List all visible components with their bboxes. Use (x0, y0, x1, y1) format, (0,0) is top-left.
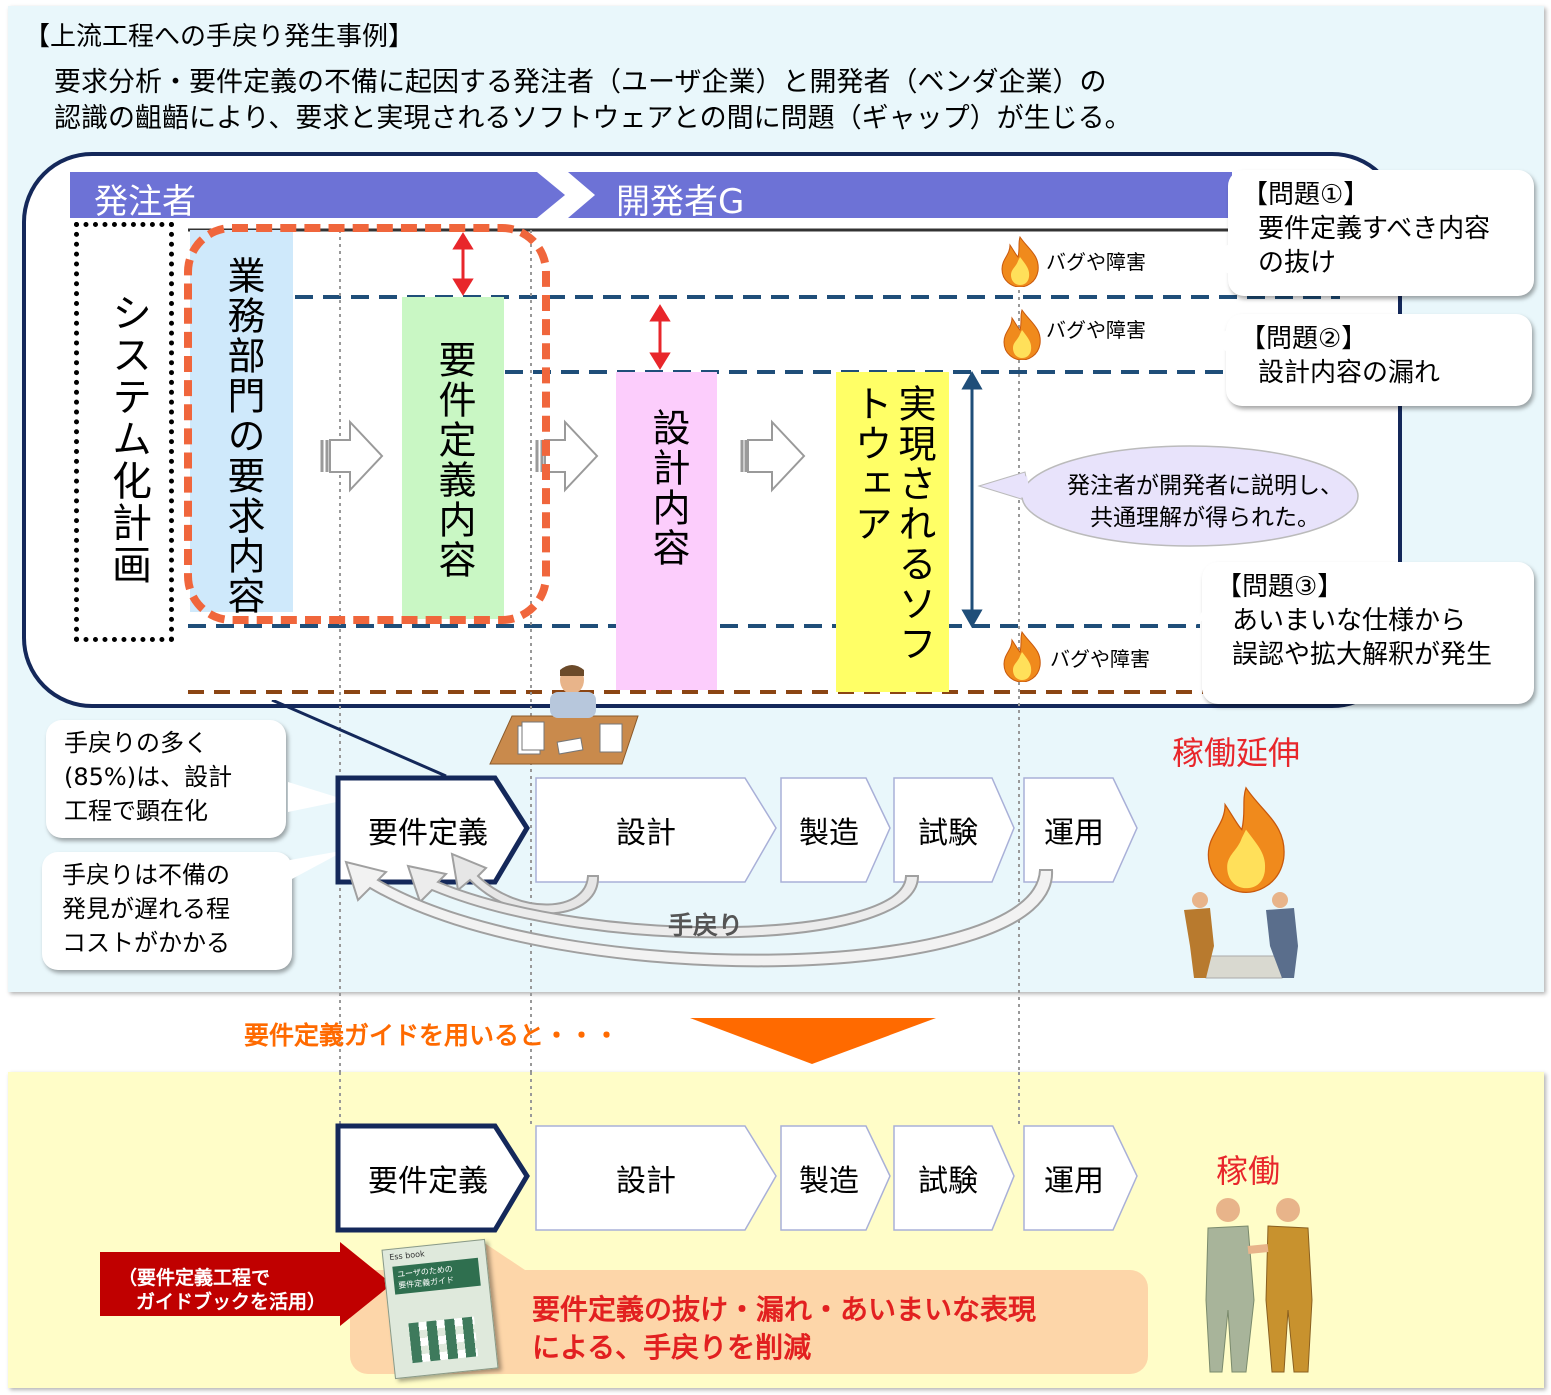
flame-icon-2 (1003, 308, 1041, 360)
header-desc-line2: 認識の齟齬により、要求と実現されるソフトウェアとの間に問題（ギャップ）が生じる。 (54, 103, 1132, 134)
flame-icon-1 (1001, 235, 1039, 287)
note-85-percent: 手戻りの多く (85%)は、設計 工程で顕在化 (46, 720, 286, 838)
role-bars (70, 172, 1232, 218)
guidebook-pattern (408, 1316, 479, 1364)
note-85-line3: 工程で顕在化 (64, 797, 208, 825)
proc-bottom-operation: 運用 (1044, 1164, 1104, 1199)
result-line1: 要件定義の抜け・漏れ・あいまいな表現 (532, 1293, 1037, 1326)
proc-bottom-manufacture: 製造 (799, 1164, 859, 1199)
note-cost-line3: コストがかかる (62, 929, 230, 957)
note-cost: 手戻りは不備の 発見が遅れる程 コストがかかる (42, 852, 292, 970)
proc-top-design: 設計 (616, 816, 676, 851)
role-developer: 開発者G (616, 182, 745, 222)
note-85-line1: 手戻りの多く (64, 729, 208, 757)
problem-1-callout: 【問題①】 要件定義すべき内容 の抜け (1228, 170, 1534, 296)
system-plan-box (74, 222, 174, 642)
speech-bubble (977, 445, 1359, 547)
proc-bottom-design: 設計 (616, 1164, 676, 1199)
req-focus-dashed-border (184, 224, 550, 624)
role-orderer: 発注者 (94, 182, 196, 222)
problem-1-line2: の抜け (1258, 248, 1337, 278)
note-cost-line1: 手戻りは不備の (62, 861, 230, 889)
header-title: 【上流工程への手戻り発生事例】 (24, 22, 415, 52)
running-label: 稼働 (1216, 1152, 1281, 1190)
proc-top-operation: 運用 (1044, 816, 1104, 851)
speech-line2: 共通理解が得られた。 (1090, 505, 1320, 531)
bug-label-3: バグや障害 (1050, 647, 1150, 671)
rework-label: 手戻り (668, 911, 744, 940)
system-plan-label: システム化計画 (105, 292, 151, 586)
problem-2-line1: 設計内容の漏れ (1258, 358, 1441, 388)
speech-line1: 発注者が開発者に説明し、 (1067, 473, 1343, 499)
bug-label-2: バグや障害 (1046, 318, 1146, 342)
design-content-box (616, 372, 717, 690)
handshake-illustration (1205, 1198, 1313, 1373)
proc-top-req: 要件定義 (368, 816, 488, 851)
proc-top-manufacture: 製造 (799, 816, 859, 851)
problem-3-callout: 【問題③】 あいまいな仕様から 誤認や拡大解釈が発生 (1202, 562, 1534, 704)
proc-top-test: 試験 (918, 816, 978, 851)
note-cost-line2: 発見が遅れる程 (62, 895, 230, 923)
note-85-line2: (85%)は、設計 (64, 763, 233, 791)
down-arrow-icon (690, 1018, 936, 1064)
guide-banner-arrow (100, 1242, 392, 1326)
problem-1-title: 【問題①】 (1242, 180, 1370, 210)
bottom-dotted-lines (339, 1072, 1020, 1128)
problem-3-line1: あいまいな仕様から (1232, 606, 1467, 636)
troubled-men-illustration (1184, 892, 1298, 979)
problem-2-callout: 【問題②】 設計内容の漏れ (1226, 314, 1532, 406)
req-def-content-box (402, 297, 504, 619)
result-line2: による、手戻りを削減 (532, 1331, 812, 1364)
flame-icon-3 (1003, 630, 1041, 682)
worried-person-illustration (489, 665, 639, 765)
problem-3-line2: 誤認や拡大解釈が発生 (1232, 640, 1493, 670)
business-req-label: 業務部門の要求内容 (221, 256, 265, 616)
note-pointers (271, 700, 447, 880)
header-desc-line1: 要求分析・要件定義の不備に起因する発注者（ユーザ企業）と開発者（ベンダ企業）の (54, 67, 1107, 98)
process-row-bottom (335, 1123, 1138, 1233)
design-content-label: 設計内容 (646, 408, 690, 568)
req-def-content-label: 要件定義内容 (432, 340, 476, 580)
business-req-box (190, 230, 293, 612)
guide-banner-line2: ガイドブックを活用） (136, 1291, 327, 1313)
delay-label: 稼働延伸 (1172, 734, 1301, 772)
proc-bottom-test: 試験 (918, 1164, 978, 1199)
problem-3-title: 【問題③】 (1216, 572, 1344, 602)
problem-1-line1: 要件定義すべき内容 (1258, 214, 1491, 244)
bug-label-1: バグや障害 (1046, 250, 1146, 274)
guide-banner-line1: （要件定義工程で (118, 1267, 271, 1289)
transition-label: 要件定義ガイドを用いると・・・ (244, 1021, 620, 1050)
guidebook-illustration: Ess book ユーザのための 要件定義ガイド (381, 1238, 499, 1380)
callout-pointers (1188, 244, 1230, 630)
big-flame-icon (1207, 786, 1285, 893)
software-box (836, 372, 949, 692)
software-label: 実現されるソフトウェア (848, 384, 936, 664)
proc-bottom-req: 要件定義 (368, 1164, 488, 1199)
problem-2-title: 【問題②】 (1240, 324, 1368, 354)
process-row-top (335, 775, 1138, 968)
